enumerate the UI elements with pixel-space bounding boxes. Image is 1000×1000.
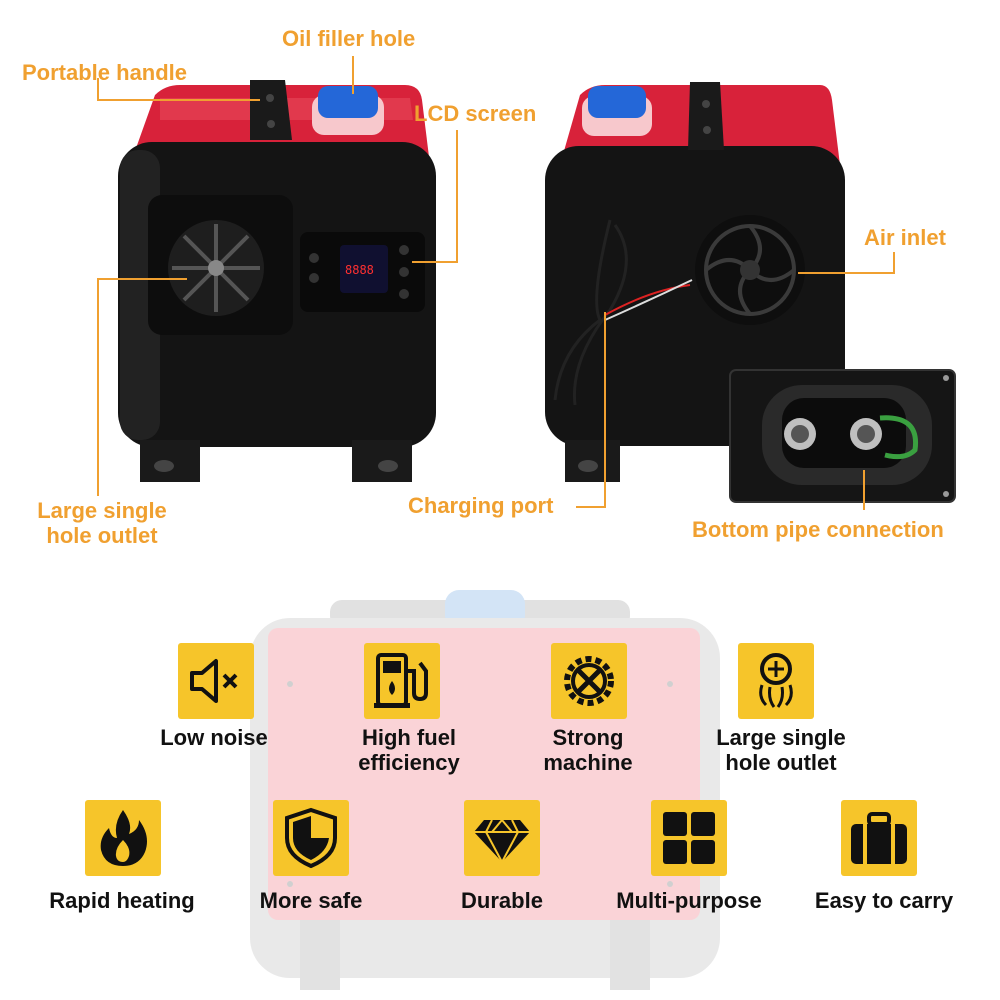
feature-label-line: Low noise — [160, 725, 268, 750]
callout-line — [604, 312, 606, 508]
heater-front-view: 8888 — [118, 80, 436, 482]
label-portable-handle: Portable handle — [22, 60, 188, 85]
feature-label-multi-purpose: Multi-purpose — [616, 888, 761, 913]
flame-icon — [85, 800, 161, 876]
callout-line — [97, 278, 187, 280]
suitcase-icon — [841, 800, 917, 876]
feature-label-easy-to-carry: Easy to carry — [815, 888, 953, 913]
feature-label-more-safe: More safe — [260, 888, 363, 913]
lcd-readout: 8888 — [345, 263, 374, 277]
feature-label-line: machine — [543, 750, 633, 775]
faded-heater-background — [250, 590, 720, 990]
feature-label-low-noise: Low noise — [160, 725, 268, 750]
feature-label-line: Large single — [716, 725, 846, 750]
feature-label-line: Strong — [552, 725, 624, 750]
portable-handle — [250, 80, 292, 140]
feature-label-line: efficiency — [358, 750, 460, 775]
feature-label-line: Durable — [461, 888, 543, 913]
callout-line — [576, 506, 606, 508]
callout-line — [863, 470, 865, 510]
bottom-pipe-connection-inset — [729, 369, 956, 503]
wiring-harness — [553, 219, 628, 406]
callout-line — [352, 56, 354, 94]
feature-label-line: hole outlet — [725, 750, 837, 775]
callout-line — [97, 278, 99, 496]
feature-label-high-fuel-efficiency: High fuel efficiency — [358, 725, 460, 775]
feature-label-strong-machine: Strong machine — [543, 725, 632, 775]
feature-label-large-single-hole-outlet: Large single hole outlet — [716, 725, 846, 775]
label-air-inlet: Air inlet — [864, 225, 946, 250]
shield-icon — [273, 800, 349, 876]
label-bottom-pipe-connection: Bottom pipe connection — [692, 517, 944, 542]
feature-label-line: High fuel — [361, 725, 457, 750]
label-line: Large single — [37, 498, 167, 523]
callout-line — [412, 261, 458, 263]
fuel-pump-icon — [364, 643, 440, 719]
callout-line — [97, 78, 99, 100]
label-line: hole outlet — [46, 523, 158, 548]
feature-label-durable: Durable — [461, 888, 543, 913]
label-lcd-screen: LCD screen — [414, 101, 537, 126]
callout-line — [893, 252, 895, 274]
diamond-icon — [464, 800, 540, 876]
label-large-single-hole-outlet: Large single hole outlet — [27, 498, 177, 548]
feature-label-line: More safe — [259, 888, 363, 913]
callout-line — [798, 272, 895, 274]
feature-label-line: Rapid heating — [49, 888, 195, 913]
callout-line — [97, 99, 260, 101]
callout-line — [456, 130, 458, 262]
label-charging-port: Charging port — [408, 493, 554, 518]
label-oil-filler-hole: Oil filler hole — [282, 26, 416, 51]
speaker-mute-icon — [178, 643, 254, 719]
feature-label-line: Multi-purpose — [616, 888, 762, 913]
feature-label-rapid-heating: Rapid heating — [49, 888, 194, 913]
grid-icon — [651, 800, 727, 876]
feature-label-line: Easy to carry — [814, 888, 954, 913]
outlet-icon — [738, 643, 814, 719]
gear-tools-icon — [551, 643, 627, 719]
